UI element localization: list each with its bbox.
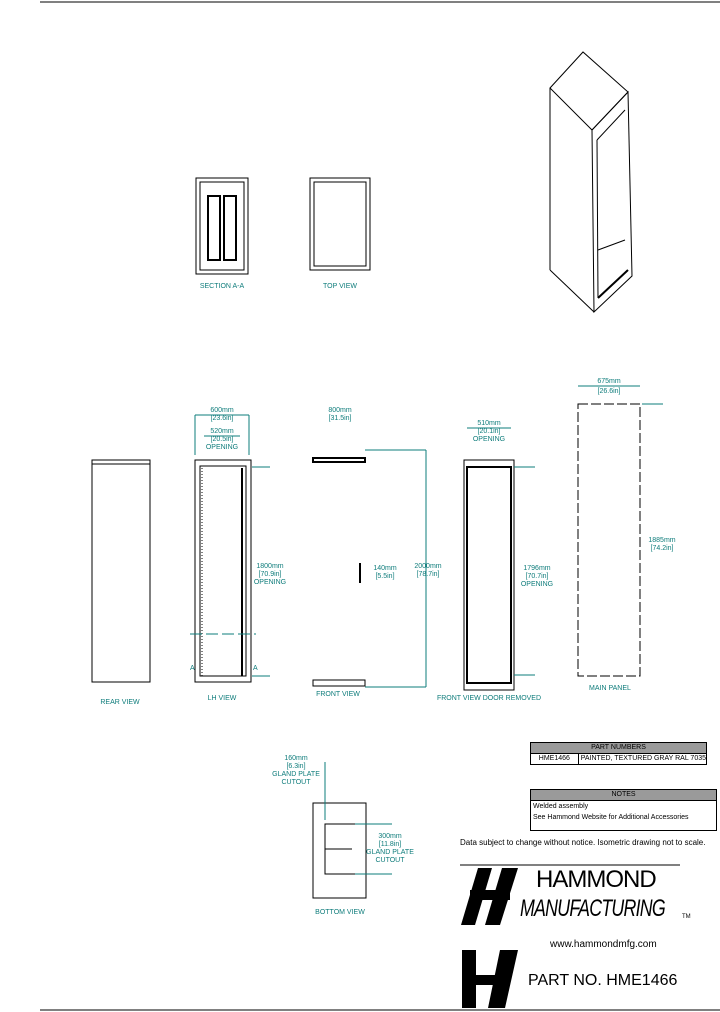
dim-text: [11.8in] xyxy=(379,841,401,848)
brand-line1: HAMMOND xyxy=(536,866,657,893)
brand-line2: MANUFACTURING xyxy=(520,895,666,922)
main-panel-view: 675mm [26.6in] 1885mm [74.2in] MAIN PANE… xyxy=(577,378,676,692)
dim-text: 510mm xyxy=(477,420,501,427)
dim-text: [70.9in] xyxy=(259,571,282,578)
top-view-label: TOP VIEW xyxy=(323,283,357,290)
dim-text: 300mm xyxy=(378,833,402,840)
part-description-cell: PAINTED, TEXTURED GRAY RAL 7035 xyxy=(580,755,706,762)
dim-text: GLAND PLATE xyxy=(366,849,414,856)
front-door-removed-label: FRONT VIEW DOOR REMOVED xyxy=(437,695,541,702)
bottom-view: 160mm [6.3in] GLAND PLATE CUTOUT 300mm [… xyxy=(272,755,414,916)
section-marker-left: A xyxy=(190,665,195,672)
main-panel-label: MAIN PANEL xyxy=(589,685,631,692)
trademark: TM xyxy=(682,914,691,920)
dim-text: [26.6in] xyxy=(598,388,621,395)
side-view: 600mm [23.6in] 520mm [20.5in] OPENING 18… xyxy=(190,407,286,702)
dim-text: OPENING xyxy=(206,444,238,451)
note-item: Welded assembly xyxy=(533,803,589,810)
dim-text: 2000mm xyxy=(414,563,441,570)
front-view-door-removed: 510mm [20.1in] OPENING 1796mm [70.7in] O… xyxy=(437,420,553,702)
dim-text: [31.5in] xyxy=(329,415,352,422)
dim-text: [70.7in] xyxy=(526,573,549,580)
top-view: TOP VIEW xyxy=(309,177,371,290)
part-numbers-table: PART NUMBERS HME1466 PAINTED, TEXTURED G… xyxy=(530,742,707,765)
notes-header: NOTES xyxy=(531,790,716,801)
rear-view-label: REAR VIEW xyxy=(100,699,140,706)
part-number-cell: HME1466 xyxy=(531,754,579,764)
part-number-title: PART NO. HME1466 xyxy=(528,972,678,989)
dim-text: 1885mm xyxy=(648,537,675,544)
dim-text: [20.5in] xyxy=(211,436,234,443)
dim-text: 520mm xyxy=(210,428,234,435)
note-item: See Hammond Website for Additional Acces… xyxy=(533,814,689,821)
isometric-view xyxy=(549,51,633,314)
dim-text: 1800mm xyxy=(256,563,283,570)
dim-text: 140mm xyxy=(373,565,397,572)
front-view-label: FRONT VIEW xyxy=(316,691,360,698)
dim-text: GLAND PLATE xyxy=(272,771,320,778)
dim-text: OPENING xyxy=(254,579,286,586)
dim-text: OPENING xyxy=(473,436,505,443)
dim-text: CUTOUT xyxy=(375,857,405,864)
hammond-logo xyxy=(460,864,680,1008)
bottom-view-label: BOTTOM VIEW xyxy=(315,909,365,916)
website-link[interactable]: www.hammondmfg.com xyxy=(550,939,657,950)
dim-text: 160mm xyxy=(284,755,308,762)
dim-text: 675mm xyxy=(597,378,621,385)
dim-text: [5.5in] xyxy=(375,573,394,580)
dim-text: 600mm xyxy=(210,407,234,414)
section-marker-right: A xyxy=(253,665,258,672)
dim-text: [6.3in] xyxy=(286,763,305,770)
dim-text: 800mm xyxy=(328,407,352,414)
front-view: 140mm [5.5in] 800mm [31.5in] 2000mm [78.… xyxy=(312,407,442,698)
table-row: HME1466 PAINTED, TEXTURED GRAY RAL 7035 xyxy=(531,754,706,764)
dim-text: OPENING xyxy=(521,581,553,588)
side-view-label: LH VIEW xyxy=(208,695,237,702)
rear-view: REAR VIEW xyxy=(91,459,151,706)
dim-text: [74.2in] xyxy=(651,545,674,552)
part-numbers-header: PART NUMBERS xyxy=(531,743,706,754)
dim-text: CUTOUT xyxy=(281,779,311,786)
dim-text: [20.1in] xyxy=(478,428,501,435)
dim-text: 1796mm xyxy=(523,565,550,572)
disclaimer: Data subject to change without notice. I… xyxy=(460,838,706,847)
dim-text: [78.7in] xyxy=(417,571,440,578)
section-aa-view: SECTION A-A xyxy=(195,177,249,290)
dim-text: [23.6in] xyxy=(211,415,234,422)
section-aa-label: SECTION A-A xyxy=(200,283,245,290)
notes-table: NOTES Welded assembly See Hammond Websit… xyxy=(530,789,717,831)
